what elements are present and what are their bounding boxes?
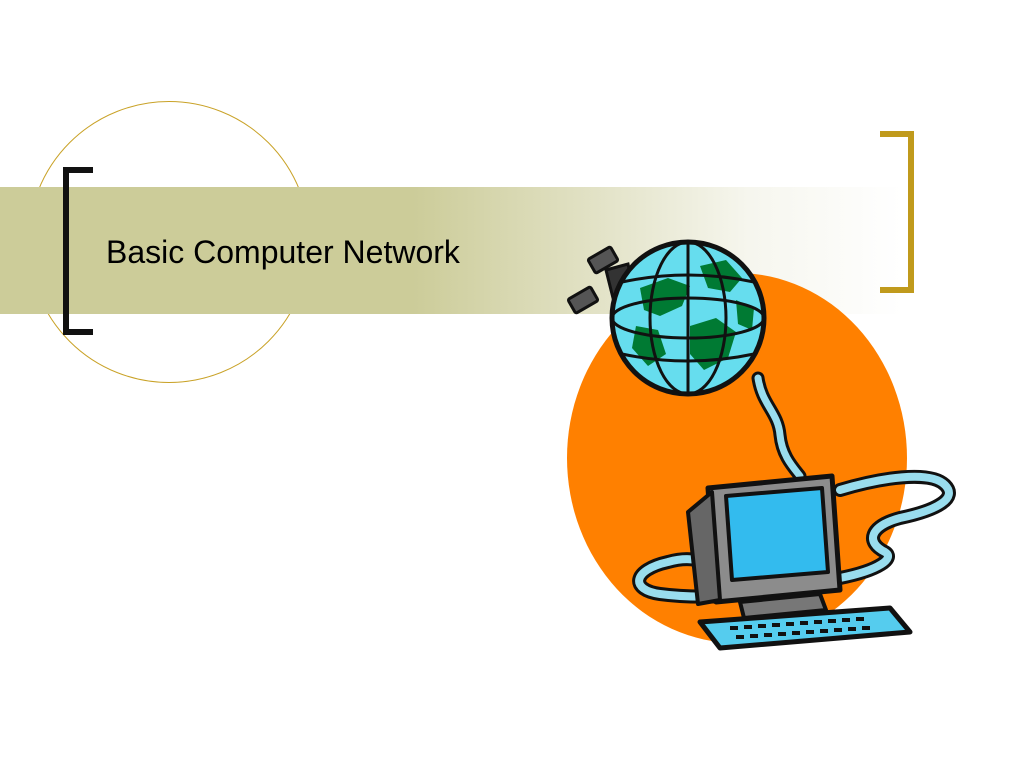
monitor — [686, 473, 843, 620]
globe — [609, 239, 767, 397]
right-bracket-decoration — [880, 131, 914, 293]
network-cable — [632, 371, 956, 604]
left-bracket-decoration — [63, 167, 93, 335]
slide-title: Basic Computer Network — [106, 234, 460, 270]
keyboard — [697, 605, 913, 651]
globe-connected-computer-icon — [566, 239, 956, 651]
